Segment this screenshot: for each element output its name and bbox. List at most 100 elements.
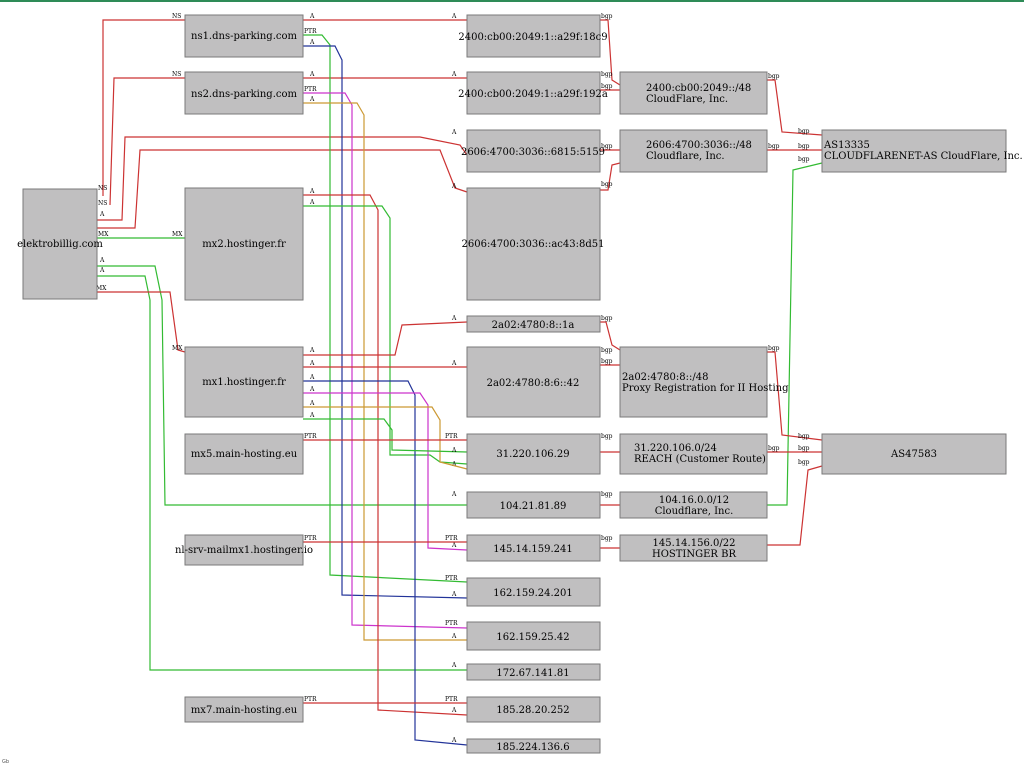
edge-a-mx2-green: A A bbox=[303, 199, 468, 468]
node-ip104[interactable]: 104.21.81.89 bbox=[466, 491, 601, 519]
edge-a-mx1-green: A A bbox=[303, 412, 468, 454]
node-ip145[interactable]: 145.14.159.241 bbox=[466, 534, 601, 562]
node-ip6f[interactable]: 2a02:4780:8:6::42 bbox=[466, 346, 601, 418]
node-pfx2a02[interactable]: 2a02:4780:8::/48 Proxy Registration for … bbox=[619, 346, 789, 418]
edge-a-mx1-ip6e: A A bbox=[303, 315, 468, 356]
edge-label: A bbox=[99, 267, 105, 274]
edge-a-mx2-red: A A bbox=[303, 188, 468, 716]
edge-label: A bbox=[451, 491, 457, 498]
node-label: 2606:4700:3036::6815:5159 bbox=[461, 147, 605, 158]
node-domain[interactable]: elektrobillig.com bbox=[17, 188, 103, 300]
node-ip172[interactable]: 172.67.141.81 bbox=[466, 663, 601, 681]
edge-line bbox=[303, 380, 468, 746]
edge-label: bgp bbox=[768, 143, 780, 150]
node-label: 162.159.25.42 bbox=[496, 632, 569, 643]
node-mx7[interactable]: mx7.main-hosting.eu bbox=[184, 696, 304, 723]
node-ns2[interactable]: ns2.dns-parking.com bbox=[184, 71, 304, 115]
node-label: 2a02:4780:8::/48 bbox=[622, 372, 708, 383]
edge-label: PTR bbox=[304, 28, 317, 35]
edge-label: bgp bbox=[768, 445, 780, 452]
node-ip6a[interactable]: 2400:cb00:2049:1::a29f:18c9 bbox=[458, 14, 608, 58]
edge-label: bgp bbox=[601, 433, 613, 440]
edge-bgp-pfx2400-as13335: bgp bgp bbox=[767, 73, 823, 136]
edge-a-domain-ip6d: A bbox=[97, 149, 468, 229]
edge-label: A bbox=[309, 360, 315, 367]
top-border bbox=[0, 0, 1024, 2]
node-mx2[interactable]: mx2.hostinger.fr bbox=[184, 187, 304, 301]
edge-label: A bbox=[309, 71, 315, 78]
edge-bgp-ip145-pfx145: bgp bbox=[600, 535, 620, 549]
edge-label: A bbox=[309, 386, 315, 393]
node-ip6b[interactable]: 2400:cb00:2049:1::a29f:192a bbox=[458, 71, 608, 115]
edge-line bbox=[97, 265, 467, 506]
node-nlsrv[interactable]: nl-srv-mailmx1.hostinger.io bbox=[175, 534, 313, 566]
edge-label: MX bbox=[172, 231, 183, 238]
edge-label: PTR bbox=[445, 535, 458, 542]
edge-a-domain-ip104: A A bbox=[97, 257, 467, 506]
edge-a-mx1-blue: A A bbox=[303, 374, 468, 746]
node-label: 31.220.106.29 bbox=[496, 449, 569, 460]
node-label: nl-srv-mailmx1.hostinger.io bbox=[175, 545, 313, 556]
edge-label: bgp bbox=[601, 315, 613, 322]
node-as13335[interactable]: AS13335 CLOUDFLARENET-AS CloudFlare, Inc… bbox=[821, 129, 1023, 173]
edge-line bbox=[303, 45, 468, 599]
edge-line bbox=[303, 418, 468, 453]
edge-ptr-ns2-magenta: PTR PTR bbox=[303, 86, 468, 629]
edge-label: bgp bbox=[798, 143, 810, 150]
edge-label: bgp bbox=[601, 181, 613, 188]
edge-label: A bbox=[309, 199, 315, 206]
node-label: CloudFlare, Inc. bbox=[646, 94, 728, 105]
edge-a-domain-ip6c: A A bbox=[97, 129, 468, 221]
node-ip185b[interactable]: 185.224.136.6 bbox=[466, 738, 601, 754]
edge-a-ns1-blue: A A bbox=[303, 39, 468, 599]
edge-label: A bbox=[309, 400, 315, 407]
node-ip6e[interactable]: 2a02:4780:8::1a bbox=[466, 315, 601, 333]
node-pfx2400[interactable]: 2400:cb00:2049::/48 CloudFlare, Inc. bbox=[619, 71, 768, 115]
node-pfx2606[interactable]: 2606:4700:3036::/48 Cloudflare, Inc. bbox=[619, 129, 768, 173]
edge-line bbox=[97, 136, 468, 221]
edge-bgp-pfx2a02-as47583: bgp bgp bbox=[767, 345, 823, 441]
node-label: Proxy Registration for II Hosting bbox=[622, 383, 789, 394]
node-ip185a[interactable]: 185.28.20.252 bbox=[466, 696, 601, 723]
edge-label: A bbox=[451, 662, 457, 669]
node-label: 2400:cb00:2049:1::a29f:192a bbox=[458, 89, 608, 100]
edge-bgp-ip6f-pfx2a02: bgp bgp bbox=[600, 347, 620, 366]
edge-mx-domain-mx1: MX MX bbox=[96, 285, 186, 353]
edge-bgp-pfx31-as47583: bgp bgp bbox=[767, 445, 822, 453]
edge-bgp-ip104-pfx104: bgp bbox=[600, 491, 620, 506]
node-ip162a[interactable]: 162.159.24.201 bbox=[466, 577, 601, 607]
node-mx5[interactable]: mx5.main-hosting.eu bbox=[184, 433, 304, 475]
node-ip6d[interactable]: 2606:4700:3036::ac43:8d51 bbox=[462, 187, 605, 301]
node-as47583[interactable]: AS47583 bbox=[821, 433, 1007, 475]
edge-bgp-pfx2606-as13335: bgp bgp bbox=[767, 143, 822, 151]
edge-label: PTR bbox=[445, 575, 458, 582]
node-ns1[interactable]: ns1.dns-parking.com bbox=[184, 14, 304, 58]
node-label: AS47583 bbox=[890, 449, 937, 460]
edge-label: PTR bbox=[304, 535, 317, 542]
node-ip6c[interactable]: 2606:4700:3036::6815:5159 bbox=[461, 129, 605, 173]
node-pfx31[interactable]: 31.220.106.0/24 REACH (Customer Route) bbox=[619, 433, 768, 475]
node-label: AS13335 bbox=[823, 140, 870, 151]
edge-label: bgp bbox=[601, 491, 613, 498]
edge-bgp-ip6d-pfx2606: bgp bbox=[600, 162, 621, 191]
edge-a-ns2-orange: A A bbox=[303, 96, 467, 641]
node-label: 31.220.106.0/24 bbox=[634, 443, 717, 454]
node-pfx104[interactable]: 104.16.0.0/12 Cloudflare, Inc. bbox=[619, 491, 768, 519]
edge-label: bgp bbox=[601, 358, 613, 365]
edge-line bbox=[109, 77, 185, 206]
node-label: ns1.dns-parking.com bbox=[191, 31, 298, 42]
node-label: mx2.hostinger.fr bbox=[202, 239, 286, 250]
node-mx1[interactable]: mx1.hostinger.fr bbox=[184, 346, 304, 418]
edge-label: bgp bbox=[798, 128, 810, 135]
edge-line bbox=[97, 149, 468, 229]
edge-label: A bbox=[99, 211, 105, 218]
edge-bgp-ip6c-pfx2606: bgp bbox=[600, 143, 620, 151]
edge-label: A bbox=[451, 461, 457, 468]
node-ip31[interactable]: 31.220.106.29 bbox=[466, 433, 601, 475]
edge-label: PTR bbox=[445, 433, 458, 440]
edge-a-mx1-orange: A bbox=[303, 400, 468, 470]
node-ip162b[interactable]: 162.159.25.42 bbox=[466, 621, 601, 651]
edge-line bbox=[303, 194, 468, 716]
node-pfx145[interactable]: 145.14.156.0/22 HOSTINGER BR bbox=[619, 534, 768, 562]
